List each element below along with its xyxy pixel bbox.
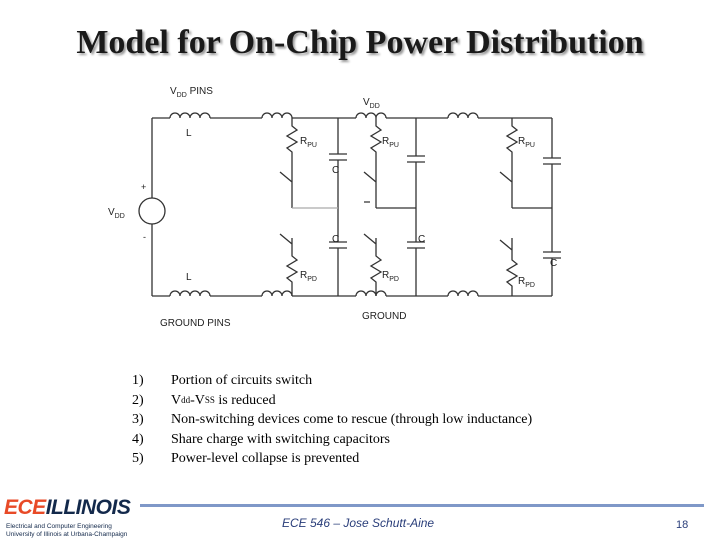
stage2-c-label: C: [418, 234, 425, 245]
footer-divider: [140, 504, 704, 507]
stage1-c-top-label: C: [332, 165, 339, 176]
bottom-inductor-label: L: [186, 272, 192, 283]
list-item: 1)Portion of circuits switch: [132, 373, 313, 388]
slide-title: Model for On-Chip Power Distribution: [76, 24, 644, 61]
vdd-source-symbol: [138, 197, 166, 225]
list-item: 4)Share charge with switching capacitors: [132, 431, 391, 447]
logo-subtitle-line1: Electrical and Computer Engineering: [6, 523, 112, 530]
logo-wordmark: ECEILLINOIS: [4, 496, 131, 519]
list-item: 5)Power-level collapse is prevented: [132, 451, 360, 466]
ground-pins-label: GROUND PINS: [160, 318, 231, 329]
stage3-rpu-label: RPU: [518, 136, 535, 149]
ece-illinois-logo: ECEILLINOIS Electrical and Computer Engi…: [2, 496, 134, 540]
stage1-c-bottom-label: C: [332, 234, 339, 245]
stage1-rpu-label: RPU: [300, 136, 317, 149]
power-distribution-circuit-diagram: VDD PINS VDD L L GROUND PINS GROUND VDD …: [108, 86, 561, 329]
vdd-source-label: VDD: [108, 207, 125, 220]
stage1-rpd-label: RPD: [300, 270, 317, 283]
stage3-rpd-label: RPD: [518, 276, 535, 289]
vdd-pins-label: VDD PINS: [170, 86, 213, 99]
stage3-c-label: C: [550, 258, 557, 269]
vdd-rail-label: VDD: [363, 97, 380, 110]
logo-subtitle-line2: University of Illinois at Urbana-Champai…: [6, 531, 128, 538]
top-inductor-label: L: [186, 128, 192, 139]
stage2-rpd-label: RPD: [382, 270, 399, 283]
plus-sign: +: [141, 182, 146, 192]
ground-inductor: [169, 290, 211, 297]
list-item: 3)Non-switching devices come to rescue (…: [132, 412, 533, 427]
minus-sign: -: [143, 232, 146, 242]
page-number: 18: [676, 519, 689, 531]
ground-label: GROUND: [362, 311, 406, 322]
stage2-rpu-label: RPU: [382, 136, 399, 149]
vdd-inductor: [169, 112, 211, 119]
footer-text: ECE 546 – Jose Schutt-Aine: [282, 516, 435, 530]
